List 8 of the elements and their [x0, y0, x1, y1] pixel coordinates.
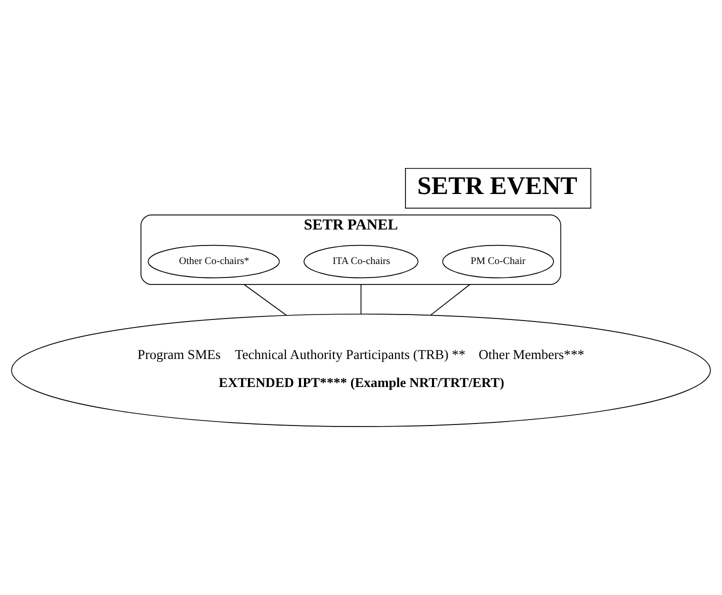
- node-ellipse: PM Co-Chair: [442, 244, 554, 278]
- node-ellipse: ITA Co-chairs: [304, 244, 418, 278]
- connector: [244, 284, 287, 316]
- connector: [360, 284, 362, 314]
- connector: [430, 284, 470, 316]
- node-ellipse: Other Co-chairs*: [148, 244, 280, 278]
- node-ellipse: Program SMEs Technical Authority Participants (TRB) ** Other Members*** EXTENDED IPT**** (Example NRT/TRT/ERT): [11, 314, 711, 428]
- node-box: SETR EVENT: [405, 168, 592, 209]
